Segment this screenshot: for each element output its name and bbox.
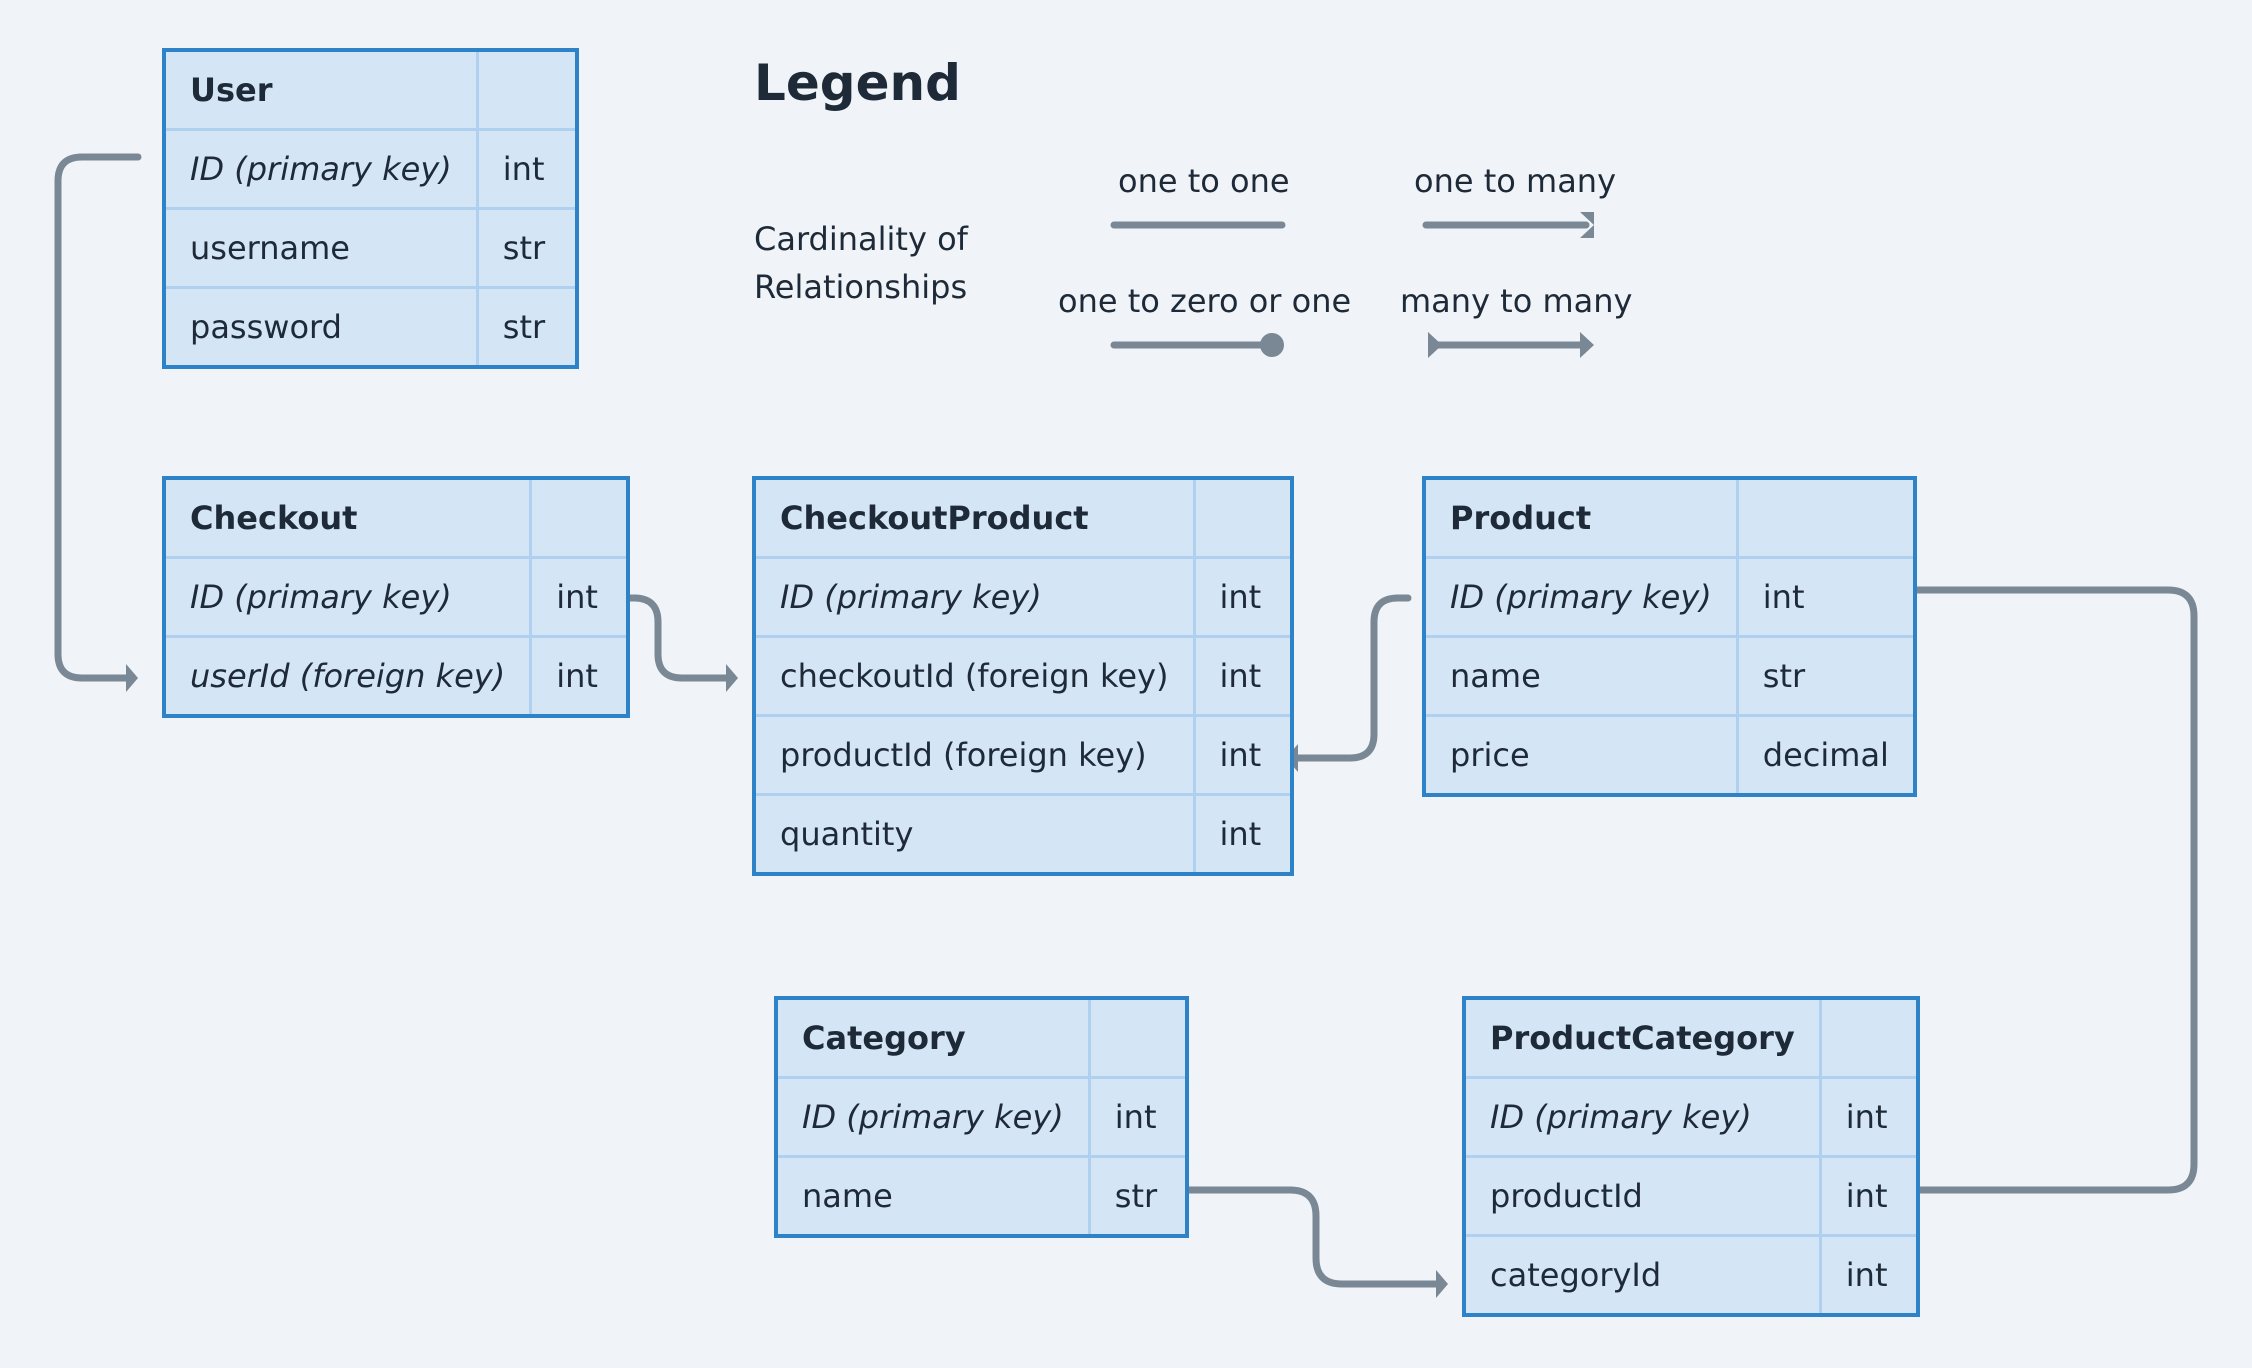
table-category: Category ID (primary key) int name str [774, 996, 1189, 1238]
field-name: ID (primary key) [774, 1076, 1091, 1158]
field-type: int [1735, 556, 1917, 638]
table-row: checkoutId (foreign key) int [752, 635, 1293, 717]
field-name: username [162, 207, 479, 289]
field-type: int [1192, 556, 1293, 638]
table-row: username str [162, 207, 579, 289]
legend-title: Legend [754, 54, 961, 112]
table-row: categoryId int [1462, 1234, 1920, 1317]
connector-user-checkout [54, 153, 142, 682]
field-type: int [1192, 714, 1293, 796]
table-row: ID (primary key) int [1462, 1076, 1920, 1158]
connector-checkout-checkoutproduct [610, 594, 732, 682]
field-type: str [1735, 635, 1917, 717]
table-name: Product [1422, 476, 1739, 559]
legend-many-marker [1580, 212, 1594, 238]
connector-product-productcategory [1904, 586, 2198, 1194]
table-row: name str [774, 1155, 1189, 1238]
field-type: int [475, 128, 579, 210]
connector-product-checkoutproduct [1292, 594, 1412, 762]
field-type: int [529, 635, 630, 718]
many-end-marker [126, 664, 138, 692]
table-row: name str [1422, 635, 1917, 717]
table-header: Category [774, 996, 1189, 1079]
field-name: name [1422, 635, 1739, 717]
field-name: productId (foreign key) [752, 714, 1196, 796]
legend-subtitle-line1: Cardinality of [754, 220, 968, 258]
table-header: User [162, 48, 579, 131]
table-row: ID (primary key) int [162, 128, 579, 210]
field-type: int [1192, 635, 1293, 717]
type-header [1087, 996, 1189, 1079]
legend-label-many-to-many: many to many [1400, 282, 1633, 320]
table-name: Checkout [162, 476, 533, 559]
table-name: ProductCategory [1462, 996, 1822, 1079]
field-name: ID (primary key) [1462, 1076, 1822, 1158]
field-type: int [1818, 1076, 1920, 1158]
field-name: price [1422, 714, 1739, 797]
type-header [1735, 476, 1917, 559]
table-name: User [162, 48, 479, 131]
table-row: ID (primary key) int [1422, 556, 1917, 638]
legend-many-marker-right [1580, 332, 1594, 358]
field-name: categoryId [1462, 1234, 1822, 1317]
table-name: Category [774, 996, 1091, 1079]
field-name: quantity [752, 793, 1196, 876]
type-header [475, 48, 579, 131]
field-name: userId (foreign key) [162, 635, 533, 718]
field-type: int [1192, 793, 1293, 876]
legend-zero-or-one-marker [1260, 333, 1284, 357]
legend-subtitle-line2: Relationships [754, 268, 968, 306]
field-type: int [1087, 1076, 1189, 1158]
field-name: ID (primary key) [1422, 556, 1739, 638]
connector-category-productcategory [1176, 1186, 1442, 1288]
field-type: decimal [1735, 714, 1917, 797]
legend-label-one-to-one: one to one [1118, 162, 1290, 200]
field-name: checkoutId (foreign key) [752, 635, 1196, 717]
type-header [529, 476, 630, 559]
field-type: int [1818, 1155, 1920, 1237]
table-productcategory: ProductCategory ID (primary key) int pro… [1462, 996, 1920, 1317]
field-name: ID (primary key) [752, 556, 1196, 638]
table-checkoutproduct: CheckoutProduct ID (primary key) int che… [752, 476, 1294, 876]
table-header: Product [1422, 476, 1917, 559]
field-type: int [529, 556, 630, 638]
type-header [1818, 996, 1920, 1079]
legend-label-one-to-many: one to many [1414, 162, 1617, 200]
table-row: quantity int [752, 793, 1293, 876]
table-row: productId int [1462, 1155, 1920, 1237]
table-header: ProductCategory [1462, 996, 1920, 1079]
legend-many-marker-left [1428, 332, 1442, 358]
table-row: ID (primary key) int [752, 556, 1293, 638]
table-header: Checkout [162, 476, 630, 559]
field-name: ID (primary key) [162, 556, 533, 638]
table-header: CheckoutProduct [752, 476, 1293, 559]
many-end-marker [726, 664, 738, 692]
field-type: int [1818, 1234, 1920, 1317]
table-row: userId (foreign key) int [162, 635, 630, 718]
table-row: productId (foreign key) int [752, 714, 1293, 796]
field-name: password [162, 286, 479, 369]
table-product: Product ID (primary key) int name str pr… [1422, 476, 1917, 797]
table-row: password str [162, 286, 579, 369]
field-type: str [475, 286, 579, 369]
table-row: ID (primary key) int [162, 556, 630, 638]
field-name: name [774, 1155, 1091, 1238]
table-name: CheckoutProduct [752, 476, 1196, 559]
table-row: ID (primary key) int [774, 1076, 1189, 1158]
table-row: price decimal [1422, 714, 1917, 797]
type-header [1192, 476, 1293, 559]
many-end-marker [1436, 1270, 1448, 1298]
table-user: User ID (primary key) int username str p… [162, 48, 579, 369]
field-type: str [1087, 1155, 1189, 1238]
field-name: productId [1462, 1155, 1822, 1237]
table-checkout: Checkout ID (primary key) int userId (fo… [162, 476, 631, 718]
legend-label-one-to-zero-or-one: one to zero or one [1058, 282, 1352, 320]
field-type: str [475, 207, 579, 289]
field-name: ID (primary key) [162, 128, 479, 210]
